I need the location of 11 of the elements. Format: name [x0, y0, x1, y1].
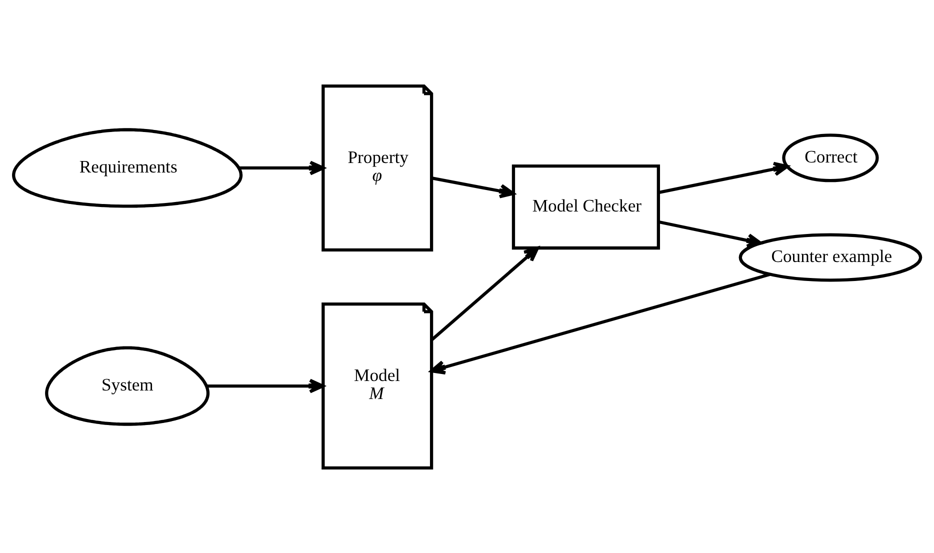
node-box: Model Checker — [512, 164, 660, 250]
arrow — [238, 160, 325, 175]
node-ellipse: System — [45, 346, 210, 426]
arrow — [658, 161, 789, 194]
arrow — [431, 176, 515, 198]
node-ellipse: Correct — [782, 133, 879, 182]
node-ellipse: Requirements — [12, 128, 243, 208]
arrow — [206, 378, 324, 393]
arrow — [430, 246, 539, 341]
arrow — [430, 272, 770, 374]
arrow — [658, 220, 762, 248]
